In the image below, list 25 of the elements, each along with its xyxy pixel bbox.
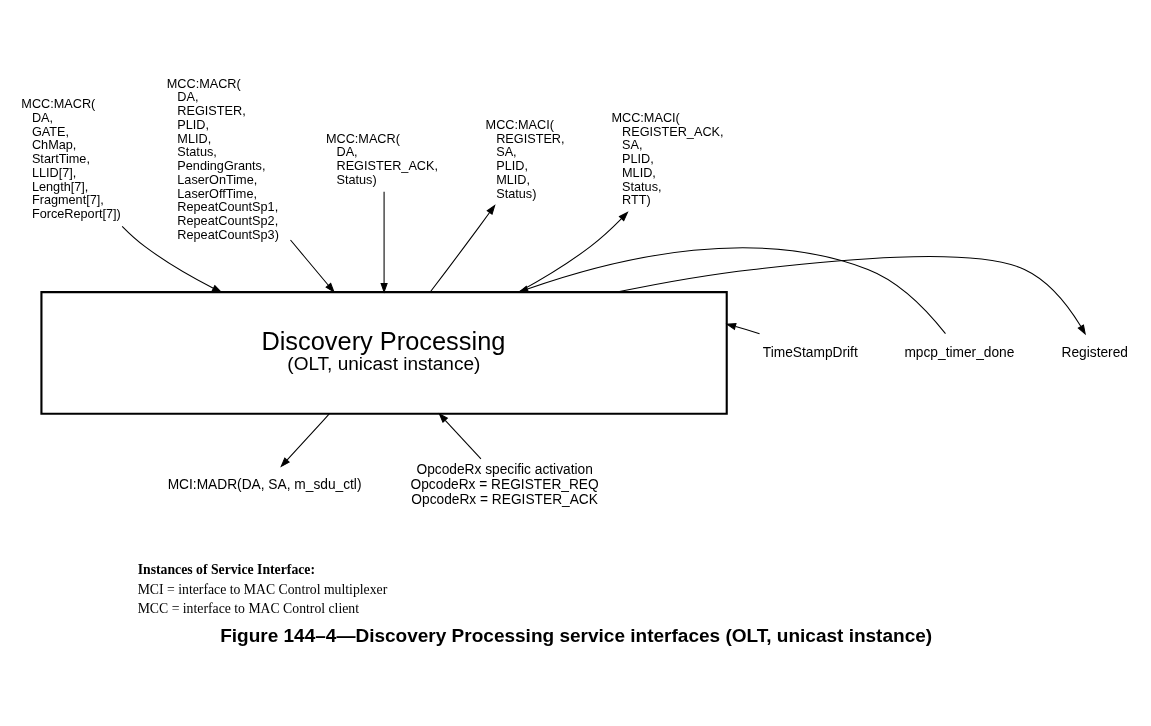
arrow — [280, 413, 330, 468]
node-text: Registered — [1061, 344, 1128, 360]
arrow — [517, 247, 946, 335]
arrow — [429, 204, 496, 293]
node-text: mpcp_timer_done — [904, 344, 1015, 360]
node-text: OpcodeRx specific activation OpcodeRx = REGISTER_REQ OpcodeRx = REGISTER_ACK — [410, 462, 599, 508]
label: MCI = interface to MAC Control multiplexer — [137, 581, 388, 597]
arrow — [121, 225, 223, 293]
node-text: MCC:MACR( DA, GATE, ChMap, StartTime, LLID[7], Length[7], Fragment[7], ForceReport[7]) — [21, 97, 121, 222]
node-text: MCC:MACR( DA, REGISTER, PLID, MLID, Status, PendingGrants, LaserOnTime, LaserOffTime, RepeatCountSp1, RepeatCountSp2, RepeatCountSp3) — [166, 76, 279, 242]
arrow — [380, 191, 388, 294]
node-text: TimeStampDrift — [762, 344, 858, 360]
caption: Figure 144–4—Discovery Processing service interfaces (OLT, unicast instance) — [220, 624, 933, 646]
node-box: Discovery Processing (OLT, unicast instance) — [40, 291, 728, 415]
arrow — [725, 323, 761, 335]
label: MCC = interface to MAC Control client — [137, 601, 360, 617]
node-text: MCI:MADR(DA, SA, m_sdu_ctl) — [167, 477, 362, 493]
arrow — [616, 256, 1086, 336]
arrow — [289, 239, 335, 294]
arrow — [438, 412, 482, 460]
node-text: MCC:MACI( REGISTER, SA, PLID, MLID, Status) — [485, 117, 565, 201]
label: Instances of Service Interface: — [137, 561, 316, 577]
arrow — [517, 211, 629, 293]
node-text: MCC:MACI( REGISTER_ACK, SA, PLID, MLID, Status, RTT) — [611, 110, 724, 208]
node-text: MCC:MACR( DA, REGISTER_ACK, Status) — [325, 131, 439, 187]
